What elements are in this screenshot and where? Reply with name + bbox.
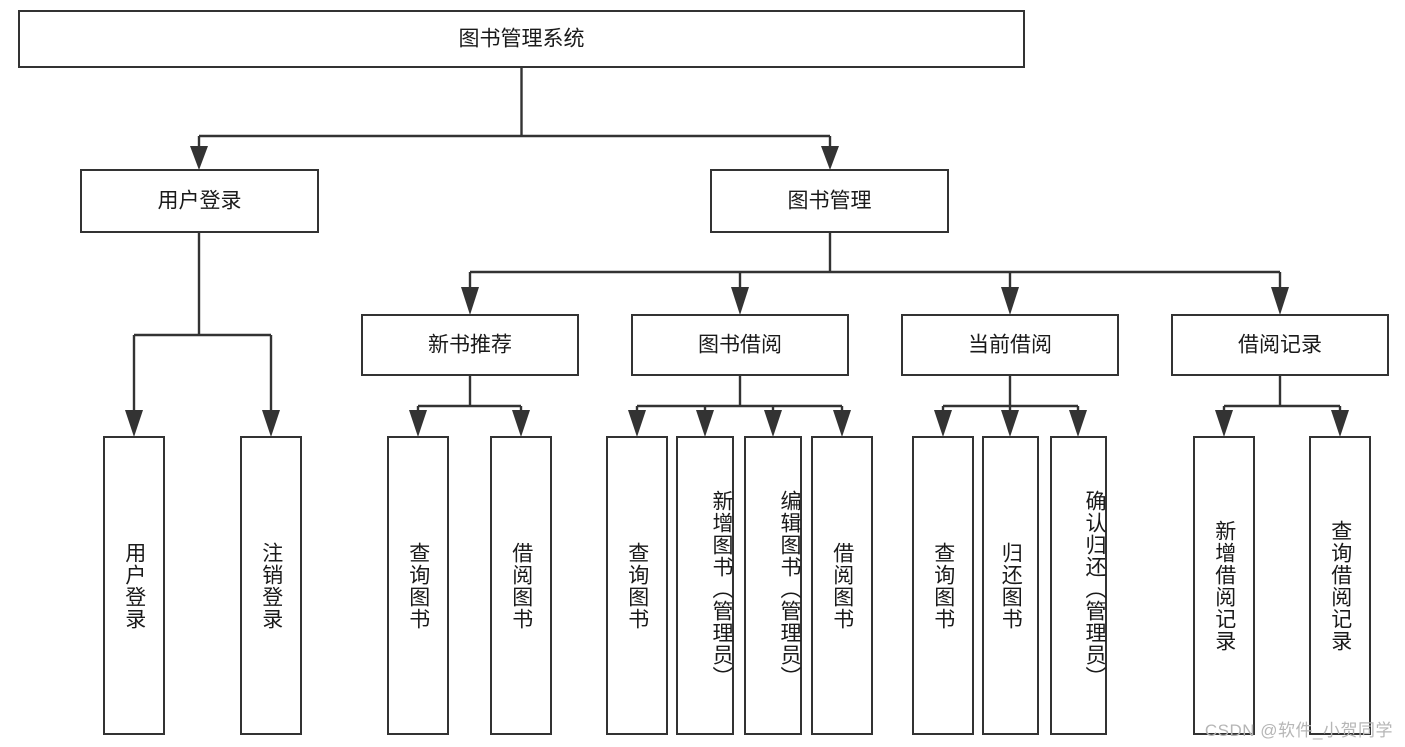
leaf-box-return-book[interactable] bbox=[982, 436, 1039, 735]
leaf-box-add-record[interactable] bbox=[1193, 436, 1255, 735]
arrow-head-borrow-record bbox=[1271, 287, 1289, 315]
arrow-head-leaf-query-record bbox=[1331, 410, 1349, 437]
arrow-head-leaf-user-login bbox=[125, 410, 143, 437]
arrow-head-new-book-recommend bbox=[461, 287, 479, 315]
arrow-head-leaf-query-book-3 bbox=[934, 410, 952, 437]
arrow-head-leaf-add-book bbox=[696, 410, 714, 437]
node-box-current-borrow[interactable] bbox=[901, 314, 1119, 376]
arrow-head-leaf-borrow-book-1 bbox=[512, 410, 530, 437]
node-label-book-manage: 图书管理 bbox=[788, 190, 872, 213]
node-label-root: 图书管理系统 bbox=[459, 28, 585, 51]
connector-group-user-login bbox=[125, 232, 280, 437]
leaf-box-logout-login[interactable] bbox=[240, 436, 302, 735]
leaf-box-borrow-book-1[interactable] bbox=[490, 436, 552, 735]
leaf-box-user-login[interactable] bbox=[103, 436, 165, 735]
leaf-box-query-book-2[interactable] bbox=[606, 436, 668, 735]
arrow-head-leaf-confirm-return bbox=[1069, 410, 1087, 437]
leaf-box-add-book[interactable] bbox=[676, 436, 734, 735]
node-label-user-login: 用户登录 bbox=[158, 190, 242, 213]
node-label-book-borrow: 图书借阅 bbox=[698, 334, 782, 357]
arrow-head-leaf-logout-login bbox=[262, 410, 280, 437]
leaf-box-query-book-3[interactable] bbox=[912, 436, 974, 735]
leaf-box-edit-book[interactable] bbox=[744, 436, 802, 735]
arrow-head-user-login bbox=[190, 146, 208, 170]
csdn-watermark: CSDN @软件_小贺同学 bbox=[1204, 721, 1393, 740]
leaf-box-query-record[interactable] bbox=[1309, 436, 1371, 735]
node-box-new-book-recommend[interactable] bbox=[361, 314, 579, 376]
connector-group-current-borrow bbox=[934, 375, 1087, 437]
node-label-new-book-recommend: 新书推荐 bbox=[428, 334, 512, 357]
connector-group-book-manage bbox=[461, 232, 1289, 315]
connector-group-book-borrow bbox=[628, 375, 851, 437]
node-box-book-borrow[interactable] bbox=[631, 314, 849, 376]
arrow-head-current-borrow bbox=[1001, 287, 1019, 315]
node-box-borrow-record[interactable] bbox=[1171, 314, 1389, 376]
leaf-box-confirm-return[interactable] bbox=[1050, 436, 1107, 735]
node-box-root[interactable] bbox=[18, 10, 1025, 68]
leaf-box-borrow-book-2[interactable] bbox=[811, 436, 873, 735]
arrow-head-leaf-edit-book bbox=[764, 410, 782, 437]
arrow-head-book-manage bbox=[821, 146, 839, 170]
arrow-head-leaf-return-book bbox=[1001, 410, 1019, 437]
node-box-user-login[interactable] bbox=[80, 169, 319, 233]
connector-group-new-book-recommend bbox=[409, 375, 530, 437]
node-box-book-manage[interactable] bbox=[710, 169, 949, 233]
arrow-head-leaf-query-book-1 bbox=[409, 410, 427, 437]
leaf-box-query-book-1[interactable] bbox=[387, 436, 449, 735]
arrow-head-leaf-query-book-2 bbox=[628, 410, 646, 437]
node-label-borrow-record: 借阅记录 bbox=[1238, 334, 1322, 357]
arrow-head-leaf-add-record bbox=[1215, 410, 1233, 437]
arrow-head-book-borrow bbox=[731, 287, 749, 315]
connector-group-borrow-record bbox=[1215, 375, 1349, 437]
arrow-head-leaf-borrow-book-2 bbox=[833, 410, 851, 437]
node-label-current-borrow: 当前借阅 bbox=[968, 334, 1052, 357]
connector-group-root bbox=[190, 67, 839, 170]
